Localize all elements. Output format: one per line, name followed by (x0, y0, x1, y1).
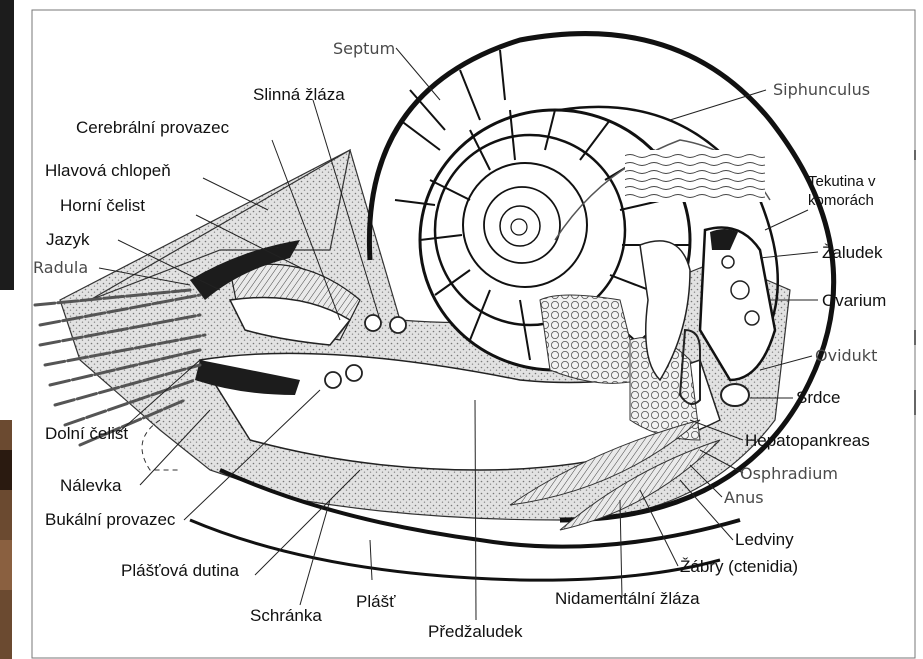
label-zabry: Žábry (ctenidia) (680, 557, 798, 577)
label-plast: Plášť (356, 592, 395, 612)
label-jazyk: Jazyk (46, 230, 89, 250)
label-dolni-celist: Dolní čelist (45, 424, 128, 444)
label-plastova-dutina: Plášťová dutina (121, 561, 239, 581)
label-srdce: Srdce (796, 388, 840, 408)
label-radula: Radula (33, 258, 88, 278)
label-ledviny: Ledviny (735, 530, 794, 550)
label-septum: Septum (333, 39, 395, 59)
label-nidamentalni-zlaza: Nidamentální žláza (555, 589, 700, 609)
label-slinna-zlaza: Slinná žláza (253, 85, 345, 105)
label-tekutina-v-komorach: Tekutina v komorách (808, 172, 900, 210)
label-ovidukt: Ovidukt (815, 346, 877, 366)
label-predzaludek: Předžaludek (428, 622, 523, 642)
photo-strip (0, 0, 14, 659)
label-schranka: Schránka (250, 606, 322, 626)
label-cerebralni-provazec: Cerebrální provazec (76, 118, 229, 138)
label-zaludek: Žaludek (822, 243, 882, 263)
label-osphradium: Osphradium (740, 464, 838, 484)
label-nalevka: Nálevka (60, 476, 121, 496)
label-hepatopankreas: Hepatopankreas (745, 431, 870, 451)
label-horni-celist: Horní čelist (60, 196, 145, 216)
label-anus: Anus (724, 488, 764, 508)
label-hlavova-chlopen: Hlavová chlopeň (45, 161, 171, 181)
label-ovarium: Ovarium (822, 291, 886, 311)
chamber-liquid (625, 150, 765, 202)
label-siphunculus: Siphunculus (773, 80, 870, 100)
label-bukalni-provazec: Bukální provazec (45, 510, 175, 530)
